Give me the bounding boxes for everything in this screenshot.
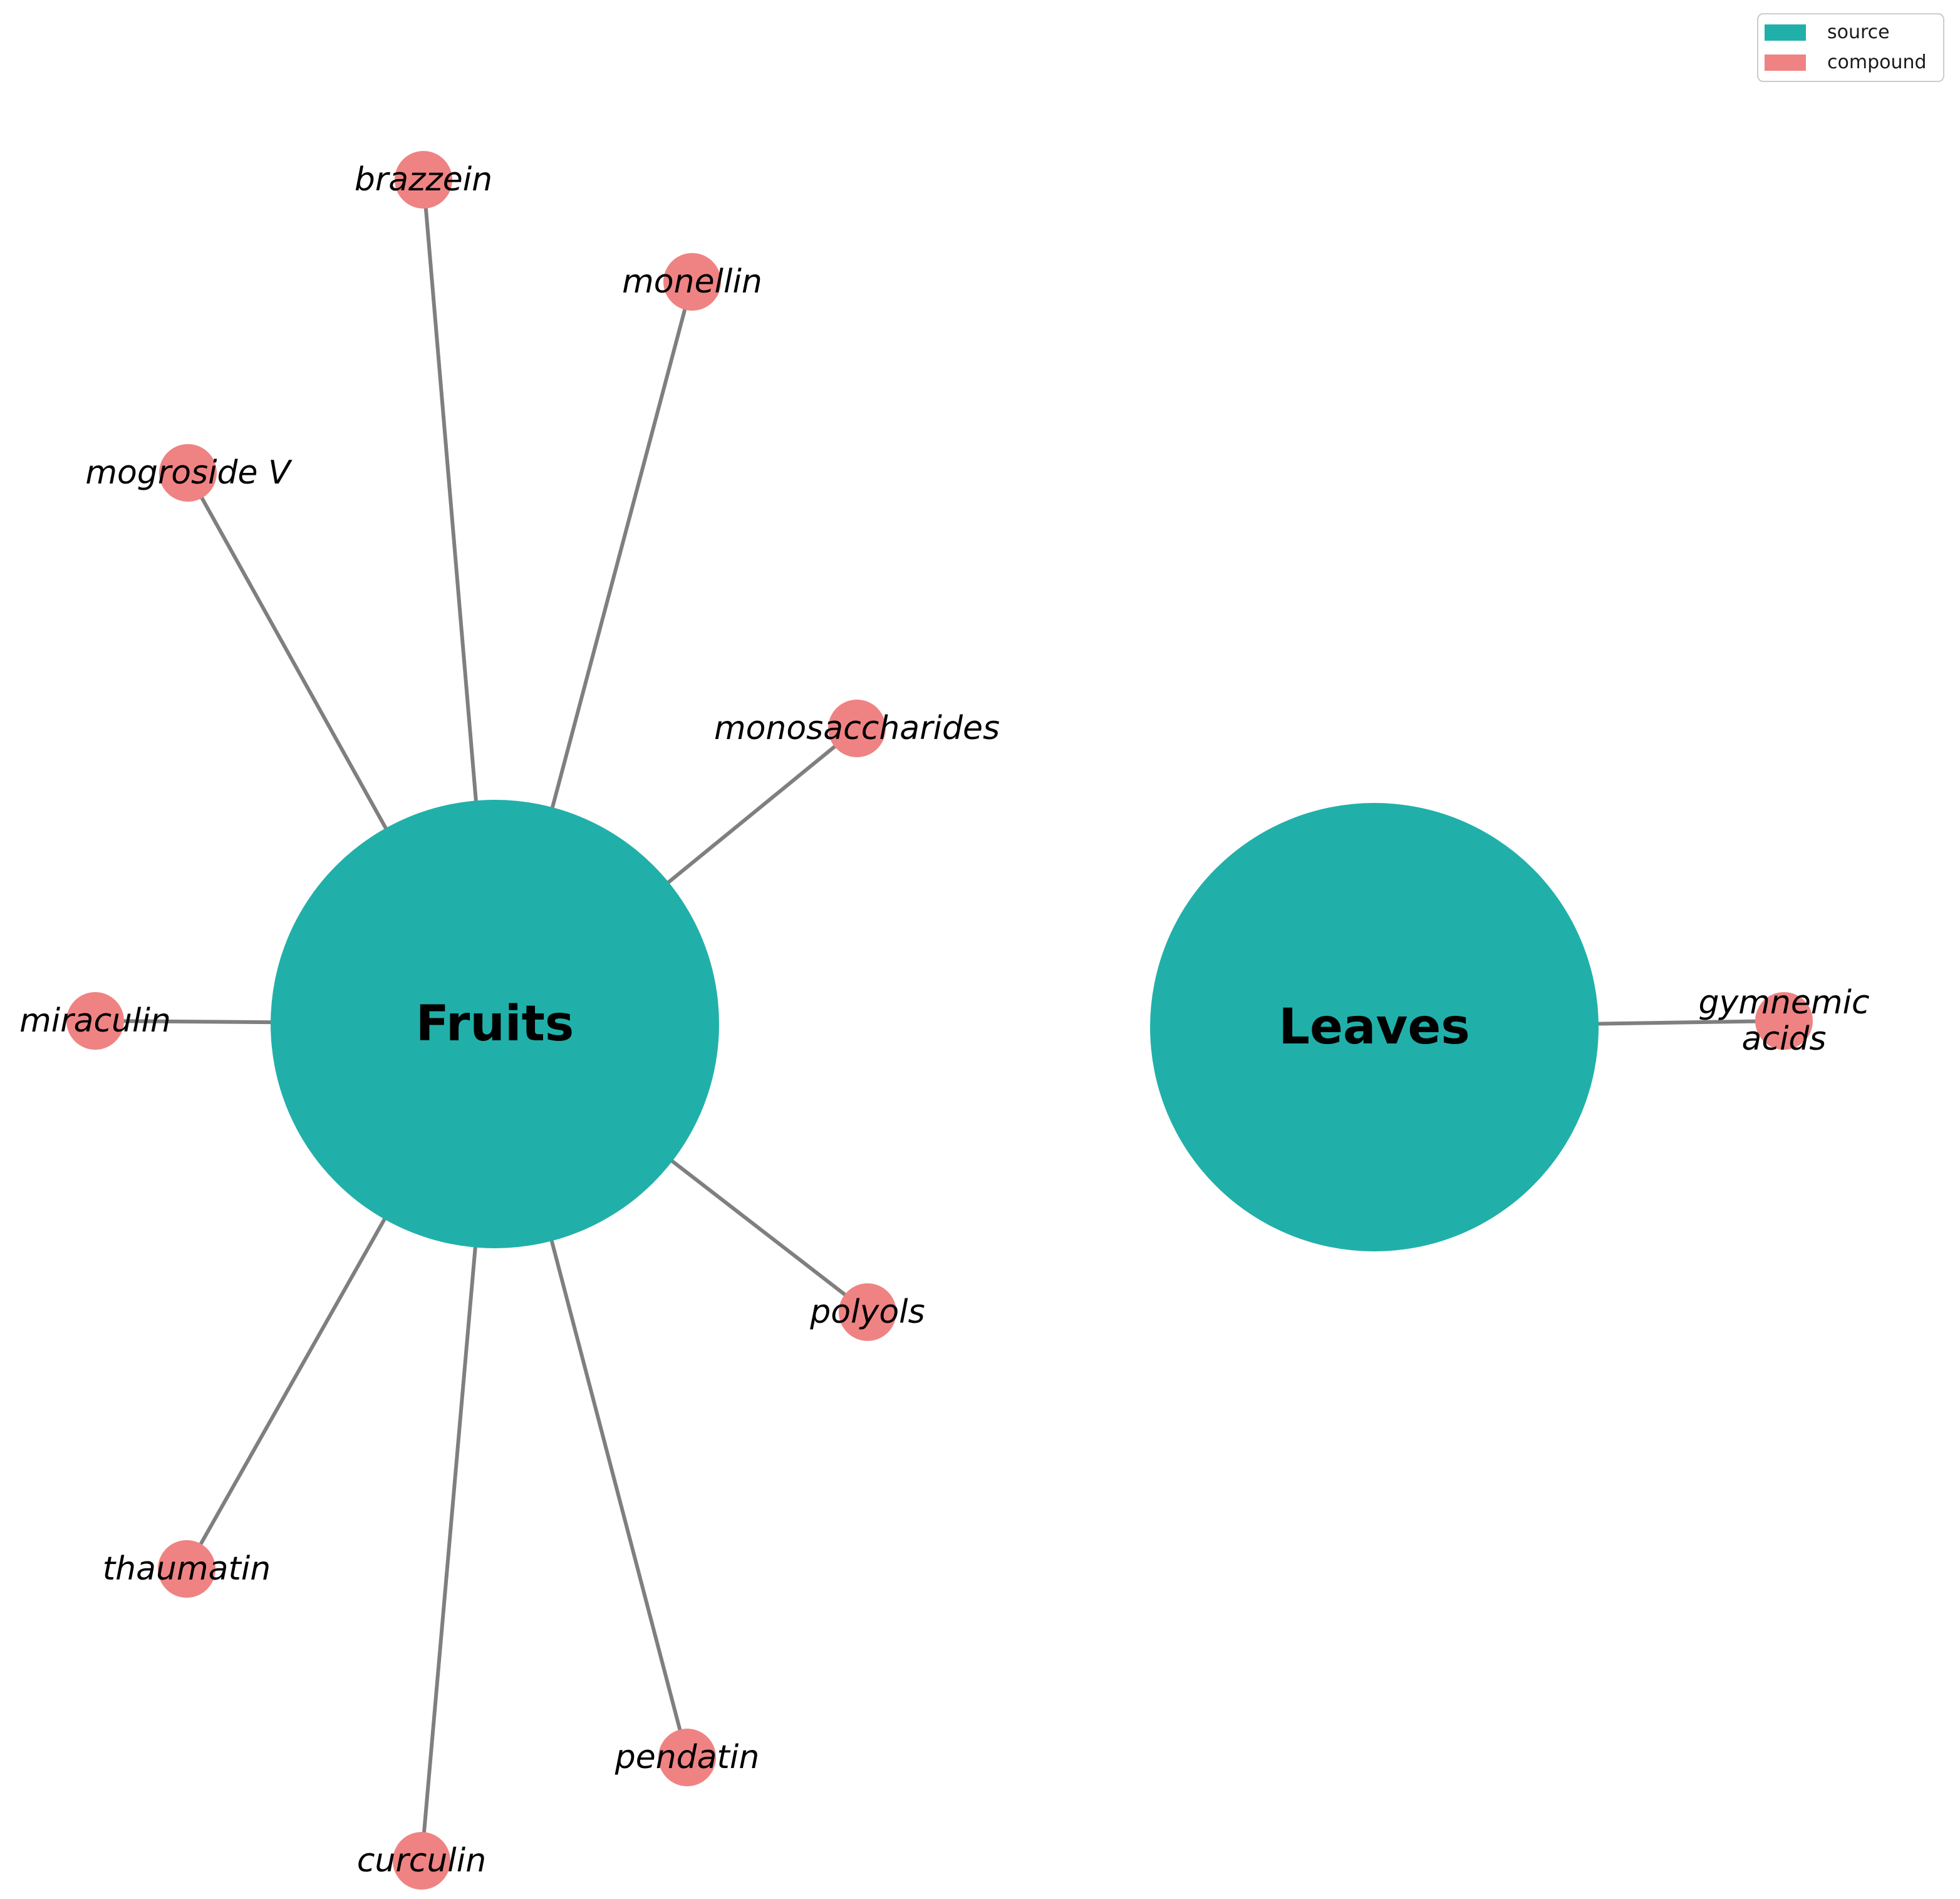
compound-node-mogroside-v (159, 444, 217, 502)
node-label-brazzein: brazzein (355, 161, 492, 199)
source-node-fruits (271, 800, 719, 1248)
node-label-line: brazzein (355, 161, 492, 199)
source-node-leaves (1150, 803, 1599, 1251)
node-label-line: pendatin (614, 1739, 760, 1776)
node-label-line: polyols (809, 1293, 925, 1331)
legend-item-source: source (1765, 23, 1927, 42)
compound-node-gymnemic-acids (1755, 992, 1813, 1050)
node-label-polyols: polyols (809, 1293, 925, 1331)
node-label-curculin: curculin (357, 1842, 486, 1880)
node-label-line: gymnemic (1698, 984, 1869, 1022)
node-label-line: mogroside V (85, 454, 293, 492)
compound-node-monosaccharides (828, 700, 886, 757)
compound-node-polyols (839, 1283, 896, 1341)
node-label-line: monellin (622, 263, 762, 301)
node-label-mogroside-v: mogroside V (85, 454, 293, 492)
compound-node-miraculin (66, 992, 124, 1050)
legend-label-source: source (1827, 21, 1890, 43)
compound-node-thaumatin (158, 1540, 215, 1598)
node-label-line: thaumatin (103, 1550, 271, 1588)
node-label-line: miraculin (19, 1002, 171, 1040)
legend-label-compound: compound (1827, 51, 1927, 73)
compound-node-curculin (393, 1832, 450, 1890)
compound-node-pendatin (658, 1729, 716, 1786)
node-label-thaumatin: thaumatin (103, 1550, 271, 1588)
node-label-line: Fruits (416, 996, 574, 1052)
node-label-fruits: Fruits (416, 996, 574, 1052)
legend-swatch-compound (1765, 54, 1806, 71)
legend-item-compound: compound (1765, 53, 1927, 72)
node-label-pendatin: pendatin (614, 1739, 760, 1776)
legend-swatch-source (1765, 24, 1806, 41)
node-label-line: Leaves (1278, 999, 1470, 1055)
node-label-monellin: monellin (622, 263, 762, 301)
compound-node-brazzein (395, 151, 452, 209)
node-label-leaves: Leaves (1278, 999, 1470, 1055)
node-label-line: curculin (357, 1842, 486, 1880)
legend: source compound (1757, 13, 1944, 82)
node-label-line: acids (1741, 1020, 1826, 1058)
compound-node-monellin (663, 253, 721, 311)
node-label-line: monosaccharides (714, 710, 1000, 747)
node-label-miraculin: miraculin (19, 1002, 171, 1040)
node-label-monosaccharides: monosaccharides (714, 710, 1000, 747)
